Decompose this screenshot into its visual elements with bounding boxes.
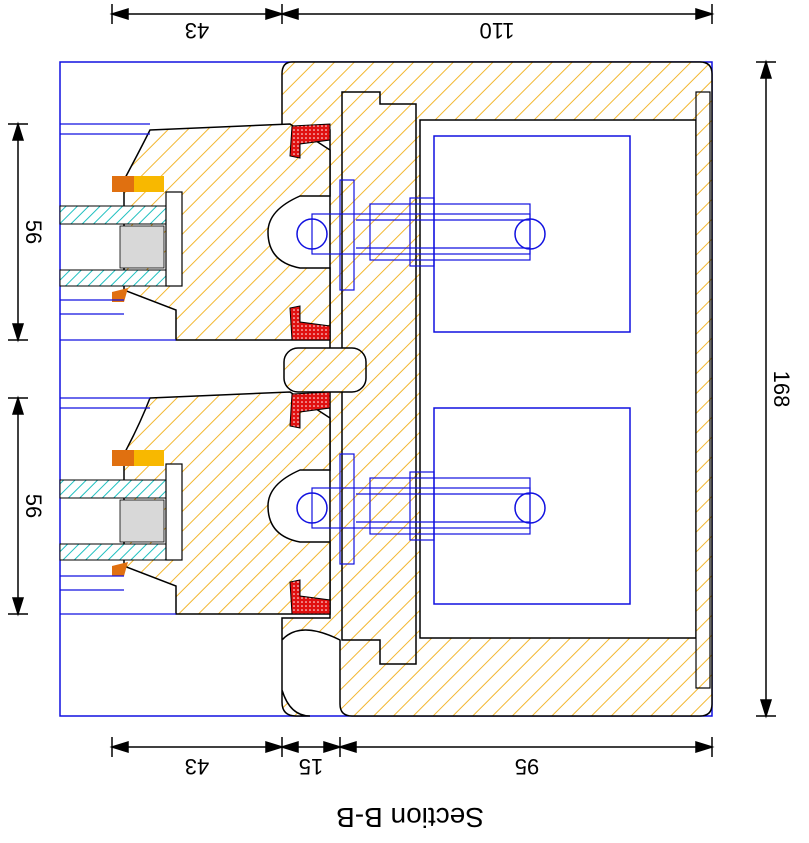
lower-spacer-gray <box>119 499 165 543</box>
dimension-bottom-mid: 15 <box>299 754 323 779</box>
lower-glass-edge <box>165 463 183 561</box>
upper-assembly <box>59 123 631 341</box>
lower-gasket-yellow <box>134 450 164 466</box>
right-dimension-lines <box>756 59 776 719</box>
upper-bolt <box>311 179 531 291</box>
lower-glass-top <box>59 479 171 499</box>
dimension-top-right: 110 <box>479 18 514 43</box>
dimension-right-height: 168 <box>769 371 794 408</box>
lower-glass-bottom <box>59 543 171 561</box>
dimension-top-left: 43 <box>185 18 209 43</box>
dimension-bottom-left: 43 <box>185 754 209 779</box>
left-blue-guides <box>60 123 176 615</box>
sash-profile <box>341 91 417 665</box>
lower-gasket-orange <box>112 450 134 466</box>
lower-bolt <box>311 453 531 565</box>
upper-glass-bottom <box>59 269 171 287</box>
upper-gasket-yellow <box>134 176 164 192</box>
dimension-left-upper: 56 <box>21 220 46 244</box>
lower-assembly <box>59 391 631 615</box>
left-dimension-lines <box>8 121 28 617</box>
top-dimension-lines <box>109 4 715 24</box>
dimension-left-lower: 56 <box>21 494 46 518</box>
right-edge-strip <box>695 91 711 689</box>
lower-seal-top <box>289 391 331 429</box>
upper-glass-top <box>59 205 171 225</box>
upper-spacer-gray <box>119 225 165 269</box>
upper-gasket-small <box>112 288 128 302</box>
upper-glass-edge <box>165 191 183 287</box>
upper-seal-bottom <box>289 305 331 341</box>
section-title: Section B-B <box>336 802 484 833</box>
upper-seal-top <box>289 123 331 159</box>
dimension-bottom-right: 95 <box>515 754 539 779</box>
lower-gasket-small <box>112 562 128 576</box>
bottom-dimension-lines <box>109 737 715 757</box>
upper-gasket-orange <box>112 176 134 192</box>
mullion-round <box>283 347 367 393</box>
inner-chamber <box>419 119 697 639</box>
lower-seal-bottom <box>289 579 331 615</box>
